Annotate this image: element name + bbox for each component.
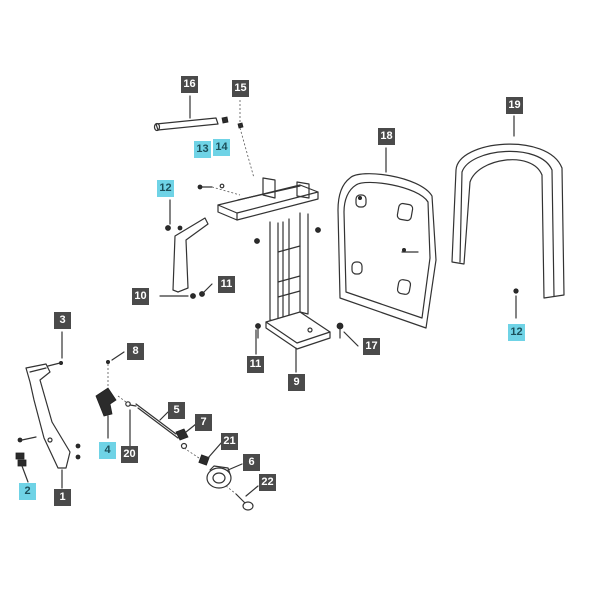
part-19-backrest-frame bbox=[451, 143, 565, 299]
part-22-screw bbox=[225, 485, 254, 511]
part-4-handle-knob bbox=[95, 359, 117, 417]
callout-17: 17 bbox=[363, 338, 380, 355]
callout-1: 1 bbox=[54, 489, 71, 506]
part-15-pin bbox=[237, 100, 255, 179]
callout-9: 9 bbox=[288, 374, 305, 391]
callout-14: 14 bbox=[213, 139, 230, 156]
callout-18: 18 bbox=[378, 128, 395, 145]
callout-11-upper: 11 bbox=[218, 276, 235, 293]
part-21-spring bbox=[183, 447, 210, 466]
callout-16: 16 bbox=[181, 76, 198, 93]
callout-10: 10 bbox=[132, 288, 149, 305]
part-2-bolts bbox=[15, 452, 27, 467]
part-11-17-fasteners bbox=[254, 227, 344, 339]
part-1-lever-arm bbox=[17, 360, 81, 469]
part-13-14-bolt-washer bbox=[197, 183, 241, 196]
callout-11-lower: 11 bbox=[247, 356, 264, 373]
callout-12-right: 12 bbox=[508, 324, 525, 341]
callout-8: 8 bbox=[127, 343, 144, 360]
callout-22: 22 bbox=[259, 474, 276, 491]
part-18-seat-back bbox=[337, 173, 437, 329]
callout-4: 4 bbox=[99, 442, 116, 459]
callout-6: 6 bbox=[243, 454, 260, 471]
part-10-side-bracket bbox=[165, 217, 209, 299]
callout-12-left: 12 bbox=[157, 180, 174, 197]
callout-7: 7 bbox=[195, 414, 212, 431]
part-16-pivot-rod bbox=[153, 116, 229, 132]
callout-3: 3 bbox=[54, 312, 71, 329]
callout-13: 13 bbox=[194, 141, 211, 158]
part-6-adjustment-knob bbox=[206, 465, 232, 489]
part-9-seat-frame bbox=[217, 177, 331, 350]
callout-leader-lines bbox=[21, 95, 517, 497]
callout-5: 5 bbox=[168, 402, 185, 419]
callout-19: 19 bbox=[506, 97, 523, 114]
part-7-clip bbox=[175, 428, 189, 450]
callout-21: 21 bbox=[221, 433, 238, 450]
callout-15: 15 bbox=[232, 80, 249, 97]
callout-20: 20 bbox=[121, 446, 138, 463]
callout-2: 2 bbox=[19, 483, 36, 500]
